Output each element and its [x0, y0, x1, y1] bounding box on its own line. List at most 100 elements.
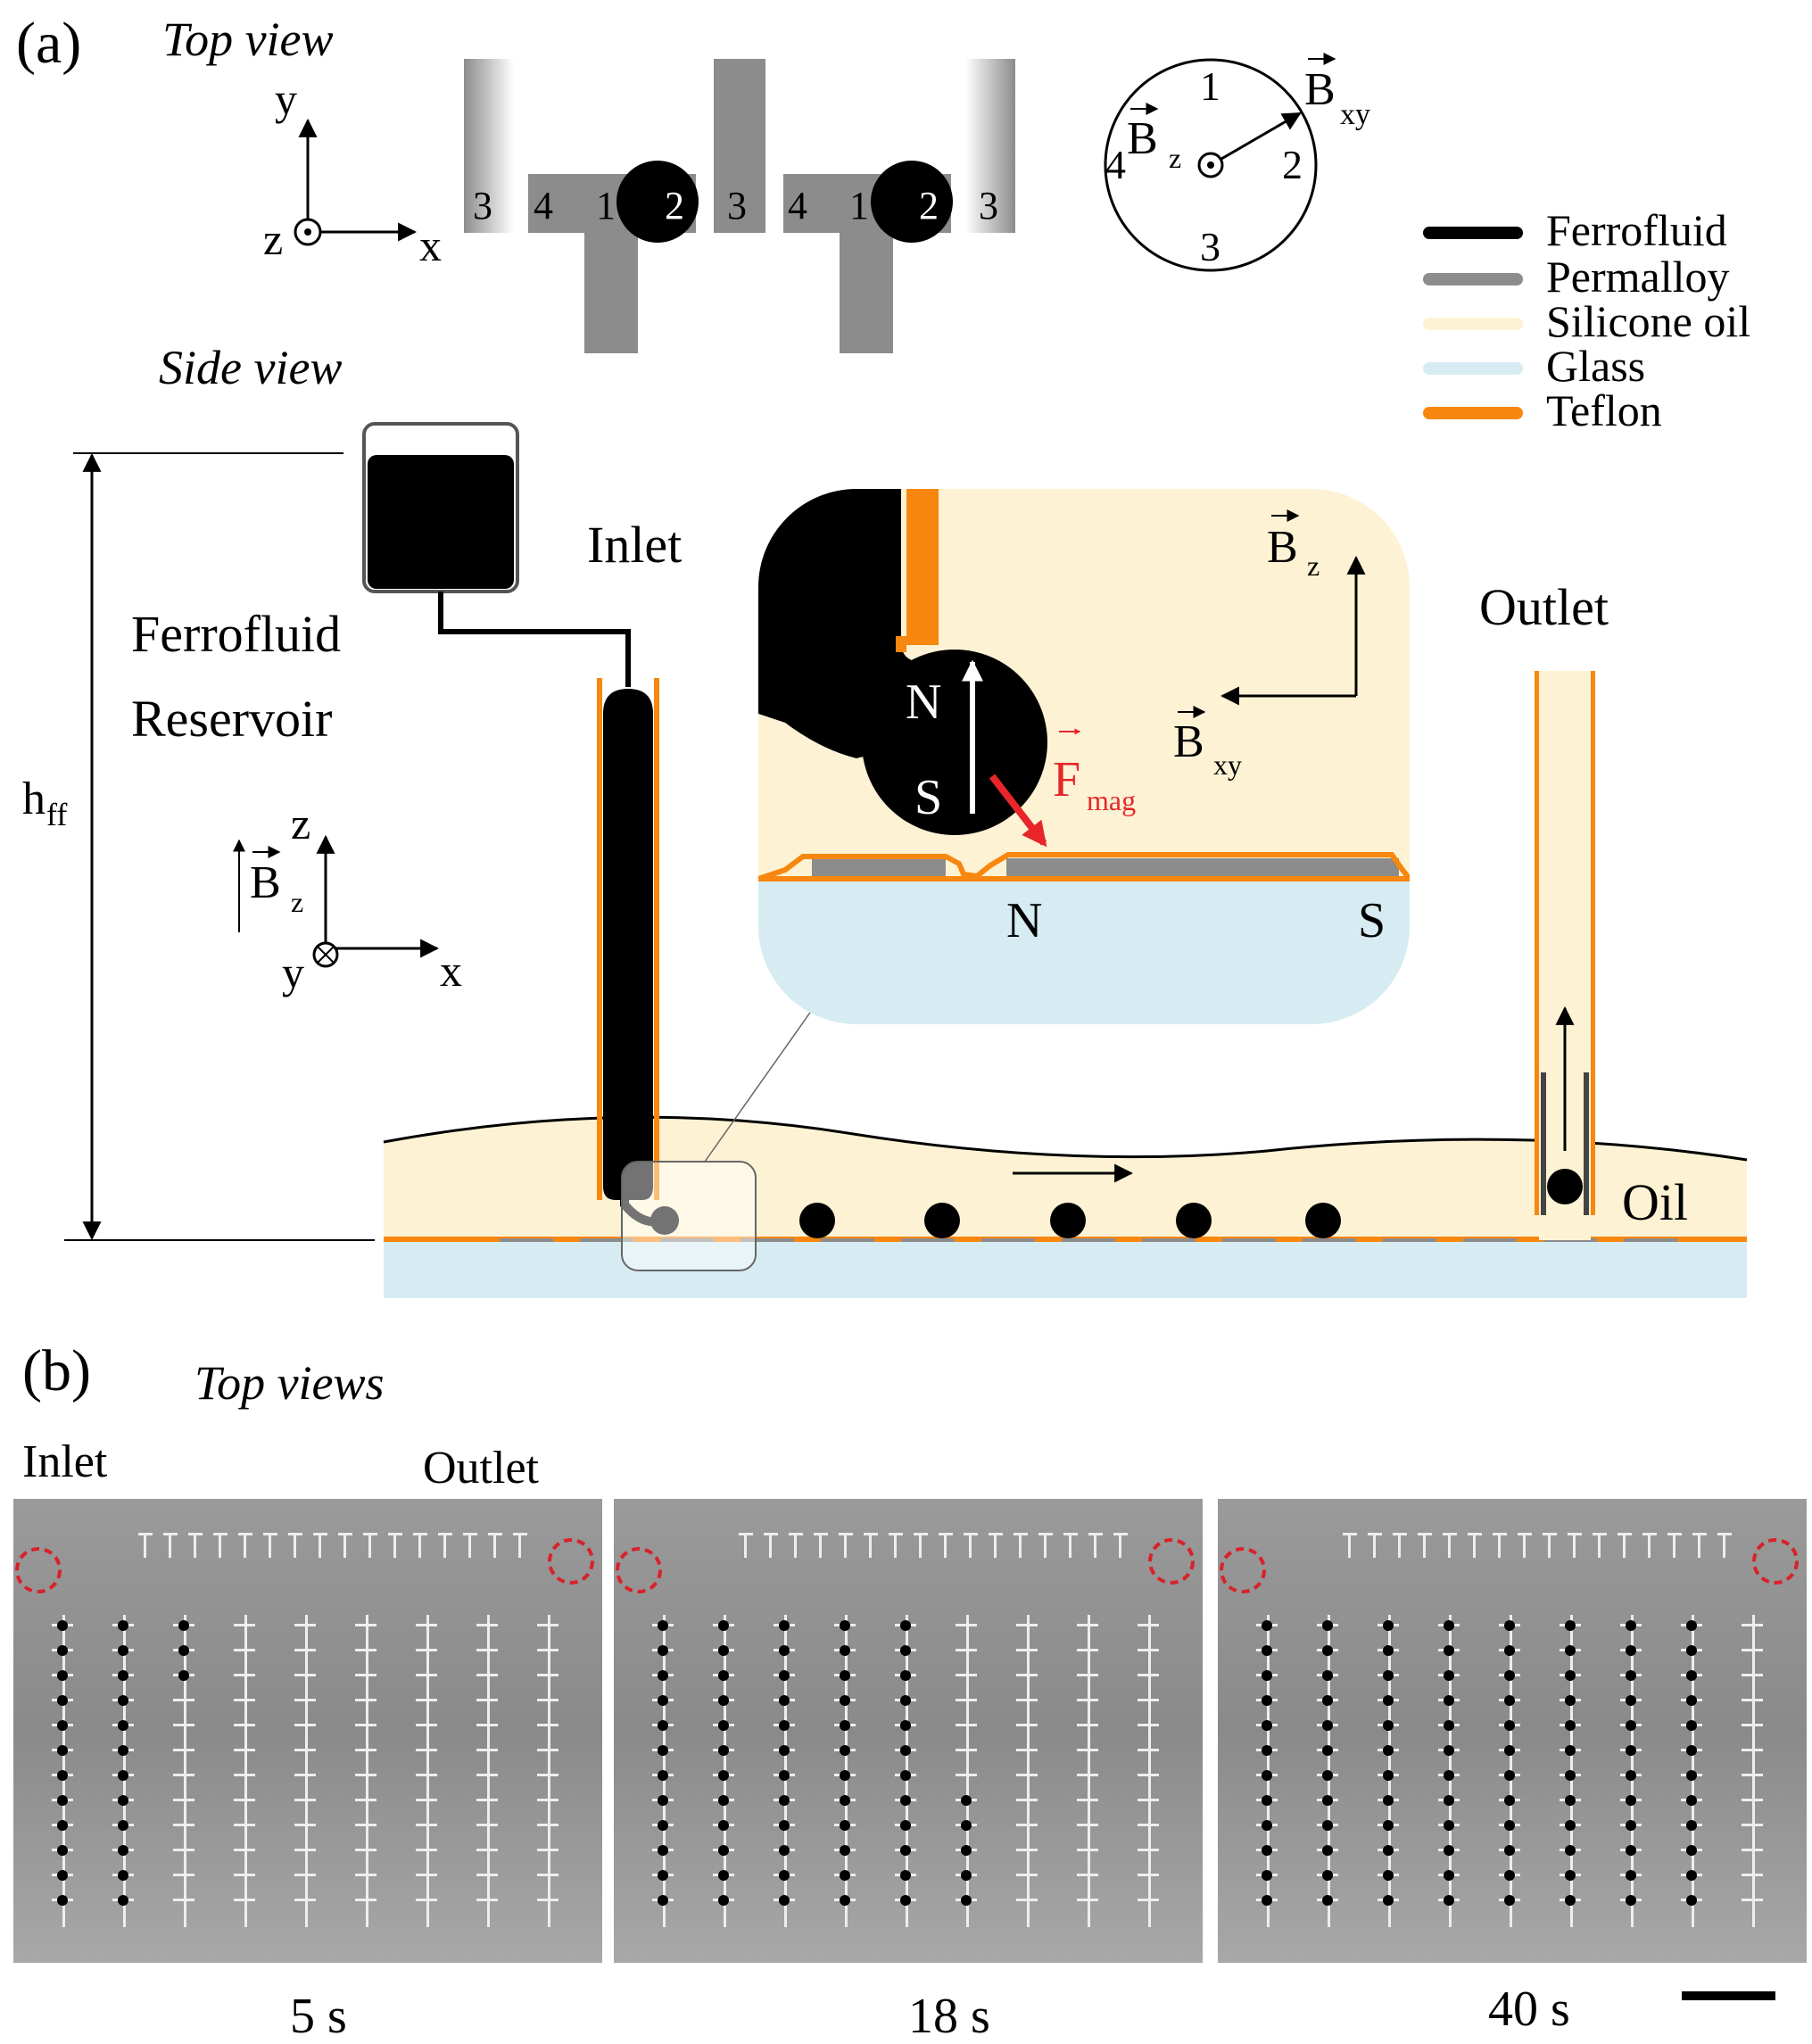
time-label: 18 s: [908, 1989, 990, 2044]
photo-droplet: [1322, 1795, 1333, 1806]
photo-droplet: [718, 1620, 729, 1631]
photo-droplet: [1322, 1895, 1333, 1906]
photo-droplet: [1626, 1870, 1636, 1881]
photo-droplet: [961, 1795, 972, 1806]
side-axis-y: y: [282, 948, 304, 997]
photo-droplet: [1504, 1820, 1515, 1831]
photo-droplet: [718, 1770, 729, 1781]
photo-droplet: [1565, 1770, 1576, 1781]
photo-droplet: [1322, 1645, 1333, 1656]
photo-droplet: [779, 1895, 790, 1906]
photo-droplet: [658, 1645, 668, 1656]
outlet-droplet: [1547, 1169, 1583, 1204]
height-dimension: h ff: [22, 452, 375, 1241]
side-axes: z y x B z: [233, 799, 462, 997]
photo-droplet: [1322, 1670, 1333, 1681]
photo-droplet: [961, 1870, 972, 1881]
photo-droplet: [1383, 1820, 1394, 1831]
photo-droplet: [1565, 1745, 1576, 1756]
inset-bz: B: [1267, 522, 1298, 573]
photo-droplet: [1444, 1820, 1454, 1831]
side-bz-sub: z: [291, 886, 303, 918]
photo-droplet: [900, 1670, 911, 1681]
photo-droplet: [57, 1870, 68, 1881]
photo-droplet: [1444, 1895, 1454, 1906]
photo-droplet: [57, 1670, 68, 1681]
side-bz: B: [250, 857, 281, 908]
photo-droplet: [1262, 1870, 1272, 1881]
photo-droplet: [961, 1845, 972, 1856]
tv-num: 4: [788, 184, 807, 228]
top-axis-x: x: [419, 220, 442, 270]
dial-num: 4: [1105, 142, 1126, 187]
photo-droplet: [1322, 1620, 1333, 1631]
side-axis-z: z: [291, 799, 310, 848]
photo-droplet: [1322, 1695, 1333, 1706]
photo-droplet: [779, 1870, 790, 1881]
photo-droplet: [1565, 1870, 1576, 1881]
photo-droplet: [1322, 1845, 1333, 1856]
photo-droplet: [718, 1820, 729, 1831]
photo-droplet: [900, 1895, 911, 1906]
photo-droplet: [1444, 1795, 1454, 1806]
outlet-marker: [548, 1538, 594, 1585]
photo-droplet: [1383, 1620, 1394, 1631]
photo-droplet: [1504, 1695, 1515, 1706]
photo-droplet: [1383, 1770, 1394, 1781]
photo-droplet: [1504, 1620, 1515, 1631]
tv-num: 3: [979, 184, 998, 228]
inset-force-sub: mag: [1087, 784, 1136, 816]
photo-droplet: [118, 1670, 128, 1681]
photo-droplet: [1626, 1770, 1636, 1781]
inlet-label: Inlet: [587, 516, 682, 574]
time-label: 40 s: [1488, 1982, 1570, 2037]
photo-droplet: [57, 1645, 68, 1656]
photo-droplet: [1262, 1620, 1272, 1631]
inset-bar-s: S: [1358, 893, 1386, 948]
panel-b-inlet: Inlet: [22, 1436, 108, 1487]
photo-droplet: [1686, 1870, 1697, 1881]
tv-num: 1: [596, 184, 616, 228]
tv-num: 2: [665, 184, 684, 228]
photo-droplet: [900, 1620, 911, 1631]
magnified-inset: N S F mag N S B z B xy: [758, 489, 1410, 1024]
photo-droplet: [1262, 1645, 1272, 1656]
photo-droplet: [840, 1795, 850, 1806]
h-label: h: [22, 774, 46, 824]
photo-droplet: [1504, 1745, 1515, 1756]
photo-droplet: [718, 1795, 729, 1806]
legend-label: Teflon: [1546, 385, 1662, 435]
dial-num: 1: [1200, 63, 1220, 109]
dial-bxy-sub: xy: [1340, 98, 1370, 131]
photo-droplet: [1262, 1745, 1272, 1756]
photo-droplet: [1383, 1745, 1394, 1756]
photo-droplet: [779, 1795, 790, 1806]
photo-droplet: [900, 1795, 911, 1806]
photo-droplet: [1565, 1895, 1576, 1906]
photo-droplet: [658, 1820, 668, 1831]
dial-bz-sub: z: [1169, 142, 1181, 174]
photo-droplet: [57, 1895, 68, 1906]
photo-droplet: [57, 1820, 68, 1831]
photo-droplet: [1444, 1695, 1454, 1706]
photo-droplet: [1383, 1845, 1394, 1856]
photo-droplet: [1565, 1695, 1576, 1706]
photo-droplet: [1565, 1845, 1576, 1856]
photo-droplet: [1262, 1845, 1272, 1856]
top-view-numbers: 3 4 1 2 3 4 1 2 3: [473, 184, 998, 228]
photo-droplet: [1444, 1870, 1454, 1881]
reservoir-label-1: Ferrofluid: [131, 605, 341, 663]
photo-droplet: [1504, 1770, 1515, 1781]
legend-label: Permalloy: [1546, 252, 1730, 302]
dial-bz: B: [1127, 113, 1158, 164]
outlet-label: Outlet: [1479, 578, 1609, 636]
photo-droplet: [1322, 1820, 1333, 1831]
inset-force: F: [1053, 752, 1080, 807]
time-label: 5 s: [290, 1989, 347, 2044]
photo-droplet: [658, 1895, 668, 1906]
photo-droplet: [57, 1770, 68, 1781]
photo-droplet: [1444, 1720, 1454, 1731]
dial-num: 2: [1282, 142, 1303, 187]
photo-droplet: [718, 1670, 729, 1681]
photo-droplet: [1626, 1820, 1636, 1831]
